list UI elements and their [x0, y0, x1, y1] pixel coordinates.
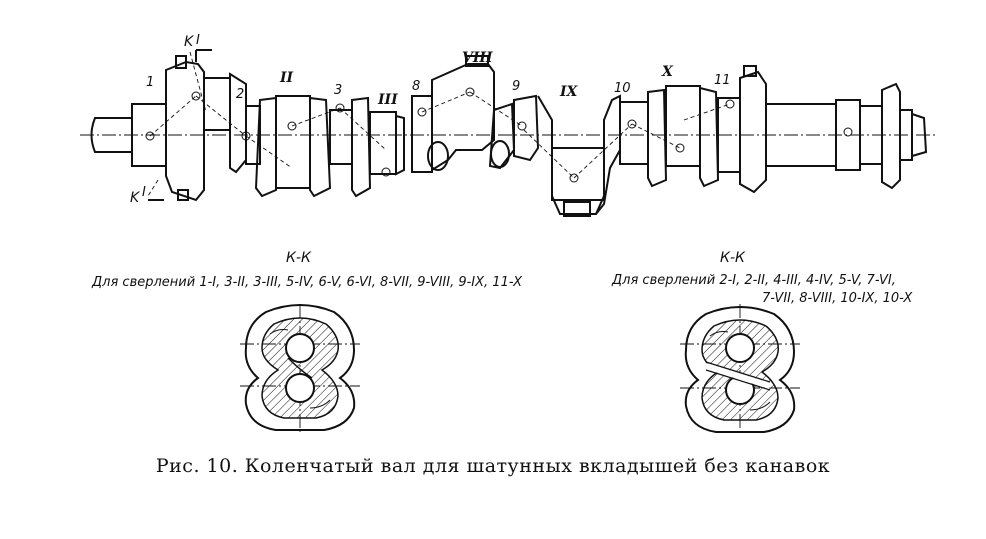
throw-label-X: X — [661, 64, 674, 80]
throw-label-II: II — [279, 70, 294, 86]
section-mark-top: K I — [184, 33, 212, 62]
journal-label-10: 10 — [614, 81, 631, 96]
throw-label-VIII: VIII — [462, 50, 493, 66]
rear-end — [717, 65, 928, 194]
throw-label-III: III — [377, 92, 398, 108]
section-note-left: Для сверлений 1-I, 3-II, 3-III, 5-IV, 6-… — [91, 275, 523, 290]
cross-section-right — [680, 304, 800, 434]
journal-label-11: 11 — [714, 73, 731, 88]
section-mark-top-sub: I — [196, 33, 200, 48]
journal-label-9: 9 — [512, 79, 520, 94]
section-note-right-1: Для сверлений 2-I, 2-II, 4-III, 4-IV, 5-… — [611, 273, 896, 288]
throw-II — [245, 95, 332, 198]
oil-holes — [145, 87, 853, 183]
section-mark-bottom-letter: K — [130, 190, 141, 206]
journal-label-8: 8 — [412, 79, 420, 94]
throw-I — [165, 55, 247, 202]
figure-caption: Рис. 10. Коленчатый вал для шатунных вкл… — [156, 455, 830, 477]
crankshaft-drawing: K I K I 1 2 3 8 9 10 11 II III VIII IX X — [80, 33, 935, 217]
cross-section-left — [240, 304, 360, 432]
throw-VIII — [411, 55, 516, 173]
journal-label-2: 2 — [236, 87, 244, 102]
journal-label-3: 3 — [334, 83, 342, 98]
throw-III — [329, 96, 405, 198]
throw-X — [619, 85, 720, 188]
section-mark-top-letter: K — [184, 34, 195, 50]
section-mark-bottom: K I — [130, 185, 164, 206]
throw-IX — [513, 94, 621, 217]
journal-label-1: 1 — [146, 75, 154, 90]
section-title-left: К-К — [286, 250, 312, 266]
throw-label-IX: IX — [559, 84, 579, 100]
section-mark-bottom-sub: I — [142, 185, 146, 200]
section-note-right-2: 7-VII, 8-VIII, 10-IX, 10-X — [762, 291, 913, 306]
section-title-right: К-К — [720, 250, 746, 266]
oil-channels — [147, 51, 731, 197]
